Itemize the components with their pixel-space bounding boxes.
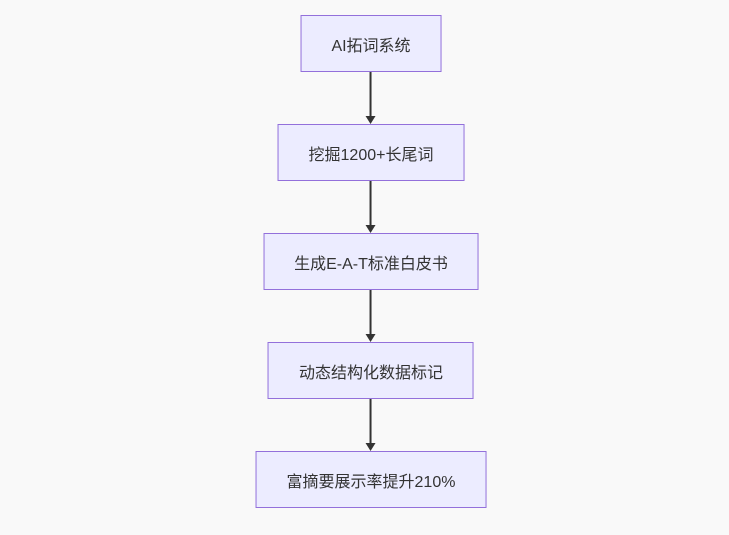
arrow-down-icon (366, 225, 376, 233)
flow-node-label: 挖掘1200+长尾词 (308, 146, 434, 164)
edge-line (370, 290, 372, 338)
flow-node-label: 富摘要展示率提升210% (286, 473, 456, 491)
arrow-down-icon (366, 116, 376, 124)
flow-node-ai-word-system: AI拓词系统 (300, 15, 442, 72)
flow-node-longtail-words: 挖掘1200+长尾词 (277, 124, 465, 181)
arrow-connector (365, 181, 377, 233)
arrow-connector (365, 399, 377, 451)
edge-line (370, 72, 372, 120)
edge-line (370, 181, 372, 229)
arrow-connector (365, 72, 377, 124)
arrow-down-icon (366, 443, 376, 451)
arrow-connector (365, 290, 377, 342)
flow-node-structured-data: 动态结构化数据标记 (267, 342, 474, 399)
flow-node-label: 生成E-A-T标准白皮书 (294, 255, 448, 273)
flowchart: AI拓词系统 挖掘1200+长尾词 生成E-A-T标准白皮书 动态结构化数据标记… (255, 15, 487, 508)
arrow-down-icon (366, 334, 376, 342)
flow-node-eat-whitepaper: 生成E-A-T标准白皮书 (263, 233, 479, 290)
flow-node-label: 动态结构化数据标记 (298, 364, 443, 382)
flow-node-label: AI拓词系统 (331, 37, 411, 55)
edge-line (370, 399, 372, 447)
flow-node-rich-snippet-result: 富摘要展示率提升210% (255, 451, 487, 508)
